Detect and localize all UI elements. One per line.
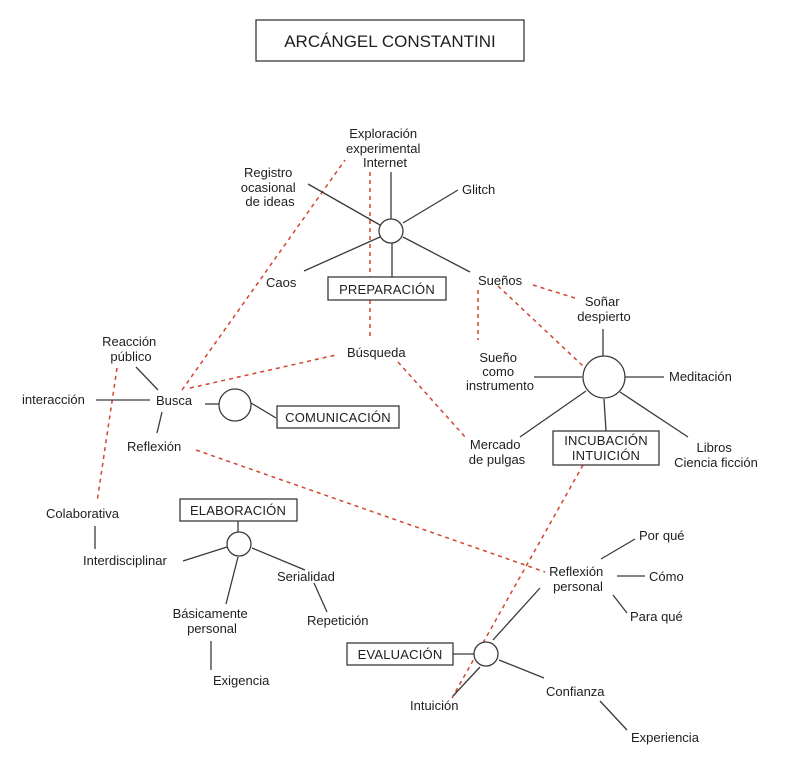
branch-line — [519, 390, 587, 438]
stage-label-incubacion-1: INCUBACIÓN — [564, 433, 648, 448]
label-libros-ciencia-ficcion: Libros Ciencia ficción — [674, 440, 758, 470]
branch-line — [492, 587, 541, 641]
branch-line — [313, 582, 328, 613]
link-busqueda-mercado — [397, 361, 467, 439]
label-reflexion-personal: Reflexión personal — [549, 564, 607, 594]
label-exigencia: Exigencia — [213, 673, 270, 688]
branch-line — [599, 700, 628, 731]
label-busqueda: Búsqueda — [347, 345, 406, 360]
branch-line — [225, 556, 239, 605]
cluster-comunicacion: COMUNICACIÓN — [96, 366, 400, 434]
branch-line — [498, 659, 545, 679]
stage-label-elaboracion: ELABORACIÓN — [190, 503, 286, 518]
label-colaborativa: Colaborativa — [46, 506, 120, 521]
hub-preparacion — [378, 218, 404, 244]
hub-comunicacion — [218, 388, 252, 422]
branch-line — [402, 236, 471, 273]
title: ARCÁNGEL CONSTANTINI — [284, 32, 496, 51]
label-exploracion: Exploración experimental Internet — [346, 126, 424, 170]
stage-label-comunicacion: COMUNICACIÓN — [285, 410, 391, 425]
branch-line — [156, 411, 163, 434]
label-sueno-instrumento: Sueño como instrumento — [466, 350, 534, 393]
stage-label-evaluacion: EVALUACIÓN — [358, 647, 443, 662]
stage-box-elaboracion — [179, 498, 298, 522]
label-como: Cómo — [649, 569, 684, 584]
cluster-evaluacion: EVALUACIÓN — [346, 538, 645, 731]
link-reaccion-colaborativa — [96, 367, 118, 503]
stage-box-comunicacion — [276, 405, 400, 429]
cluster-incubacion: INCUBACIÓN INTUICIÓN — [519, 329, 689, 466]
stage-label-incubacion-2: INTUICIÓN — [572, 448, 640, 463]
link-suenos-sonar — [532, 284, 579, 300]
label-serialidad: Serialidad — [277, 569, 335, 584]
label-reflexion: Reflexión — [127, 439, 181, 454]
label-suenos: Sueños — [478, 273, 523, 288]
label-interdisciplinar: Interdisciplinar — [83, 553, 167, 568]
label-caos: Caos — [266, 275, 297, 290]
label-experiencia: Experiencia — [631, 730, 700, 745]
link-reflexion-reflexion-personal — [195, 449, 546, 573]
label-glitch: Glitch — [462, 182, 495, 197]
branch-line — [182, 546, 228, 562]
stage-box-incubacion — [552, 430, 660, 466]
label-por-que: Por qué — [639, 528, 685, 543]
label-intuicion: Intuición — [410, 698, 458, 713]
label-registro: Registro ocasional de ideas — [241, 165, 300, 209]
label-sonar-despierto: Soñar despierto — [577, 294, 630, 324]
branch-line — [303, 236, 381, 272]
branch-line — [307, 183, 381, 226]
branch-line — [251, 547, 306, 571]
branch-line — [600, 538, 636, 560]
label-mercado-pulgas: Mercado de pulgas — [469, 437, 526, 467]
stage-box-preparacion — [327, 276, 447, 301]
cluster-preparacion: PREPARACIÓN — [303, 172, 471, 301]
link-busca-busqueda — [189, 354, 337, 389]
hub-evaluacion — [473, 641, 499, 667]
cluster-elaboracion: ELABORACIÓN — [94, 498, 328, 670]
link-suenos-incubacion — [497, 285, 584, 367]
branch-line — [402, 189, 459, 224]
branch-line — [603, 398, 607, 432]
label-repeticion: Repetición — [307, 613, 368, 628]
label-interaccion: interacción — [22, 392, 85, 407]
link-busca-registro — [181, 159, 346, 391]
branch-line — [619, 391, 689, 438]
branch-line — [612, 594, 628, 614]
hub-incubacion — [582, 355, 626, 399]
title-box — [255, 19, 525, 62]
label-confianza: Confianza — [546, 684, 605, 699]
label-para-que: Para qué — [630, 609, 683, 624]
label-basicamente-personal: Básicamente personal — [173, 606, 252, 636]
label-reaccion-publico: Reacción público — [102, 334, 160, 364]
label-meditacion: Meditación — [669, 369, 732, 384]
dashed-links — [96, 159, 584, 699]
hub-elaboracion — [226, 531, 252, 557]
branch-line — [135, 366, 159, 391]
branch-line — [452, 666, 481, 697]
node-labels: Exploración experimental Internet Regist… — [22, 126, 758, 745]
label-busca: Busca — [156, 393, 193, 408]
stage-label-preparacion: PREPARACIÓN — [339, 282, 435, 297]
stage-box-evaluacion — [346, 642, 454, 666]
branch-line — [250, 402, 277, 419]
